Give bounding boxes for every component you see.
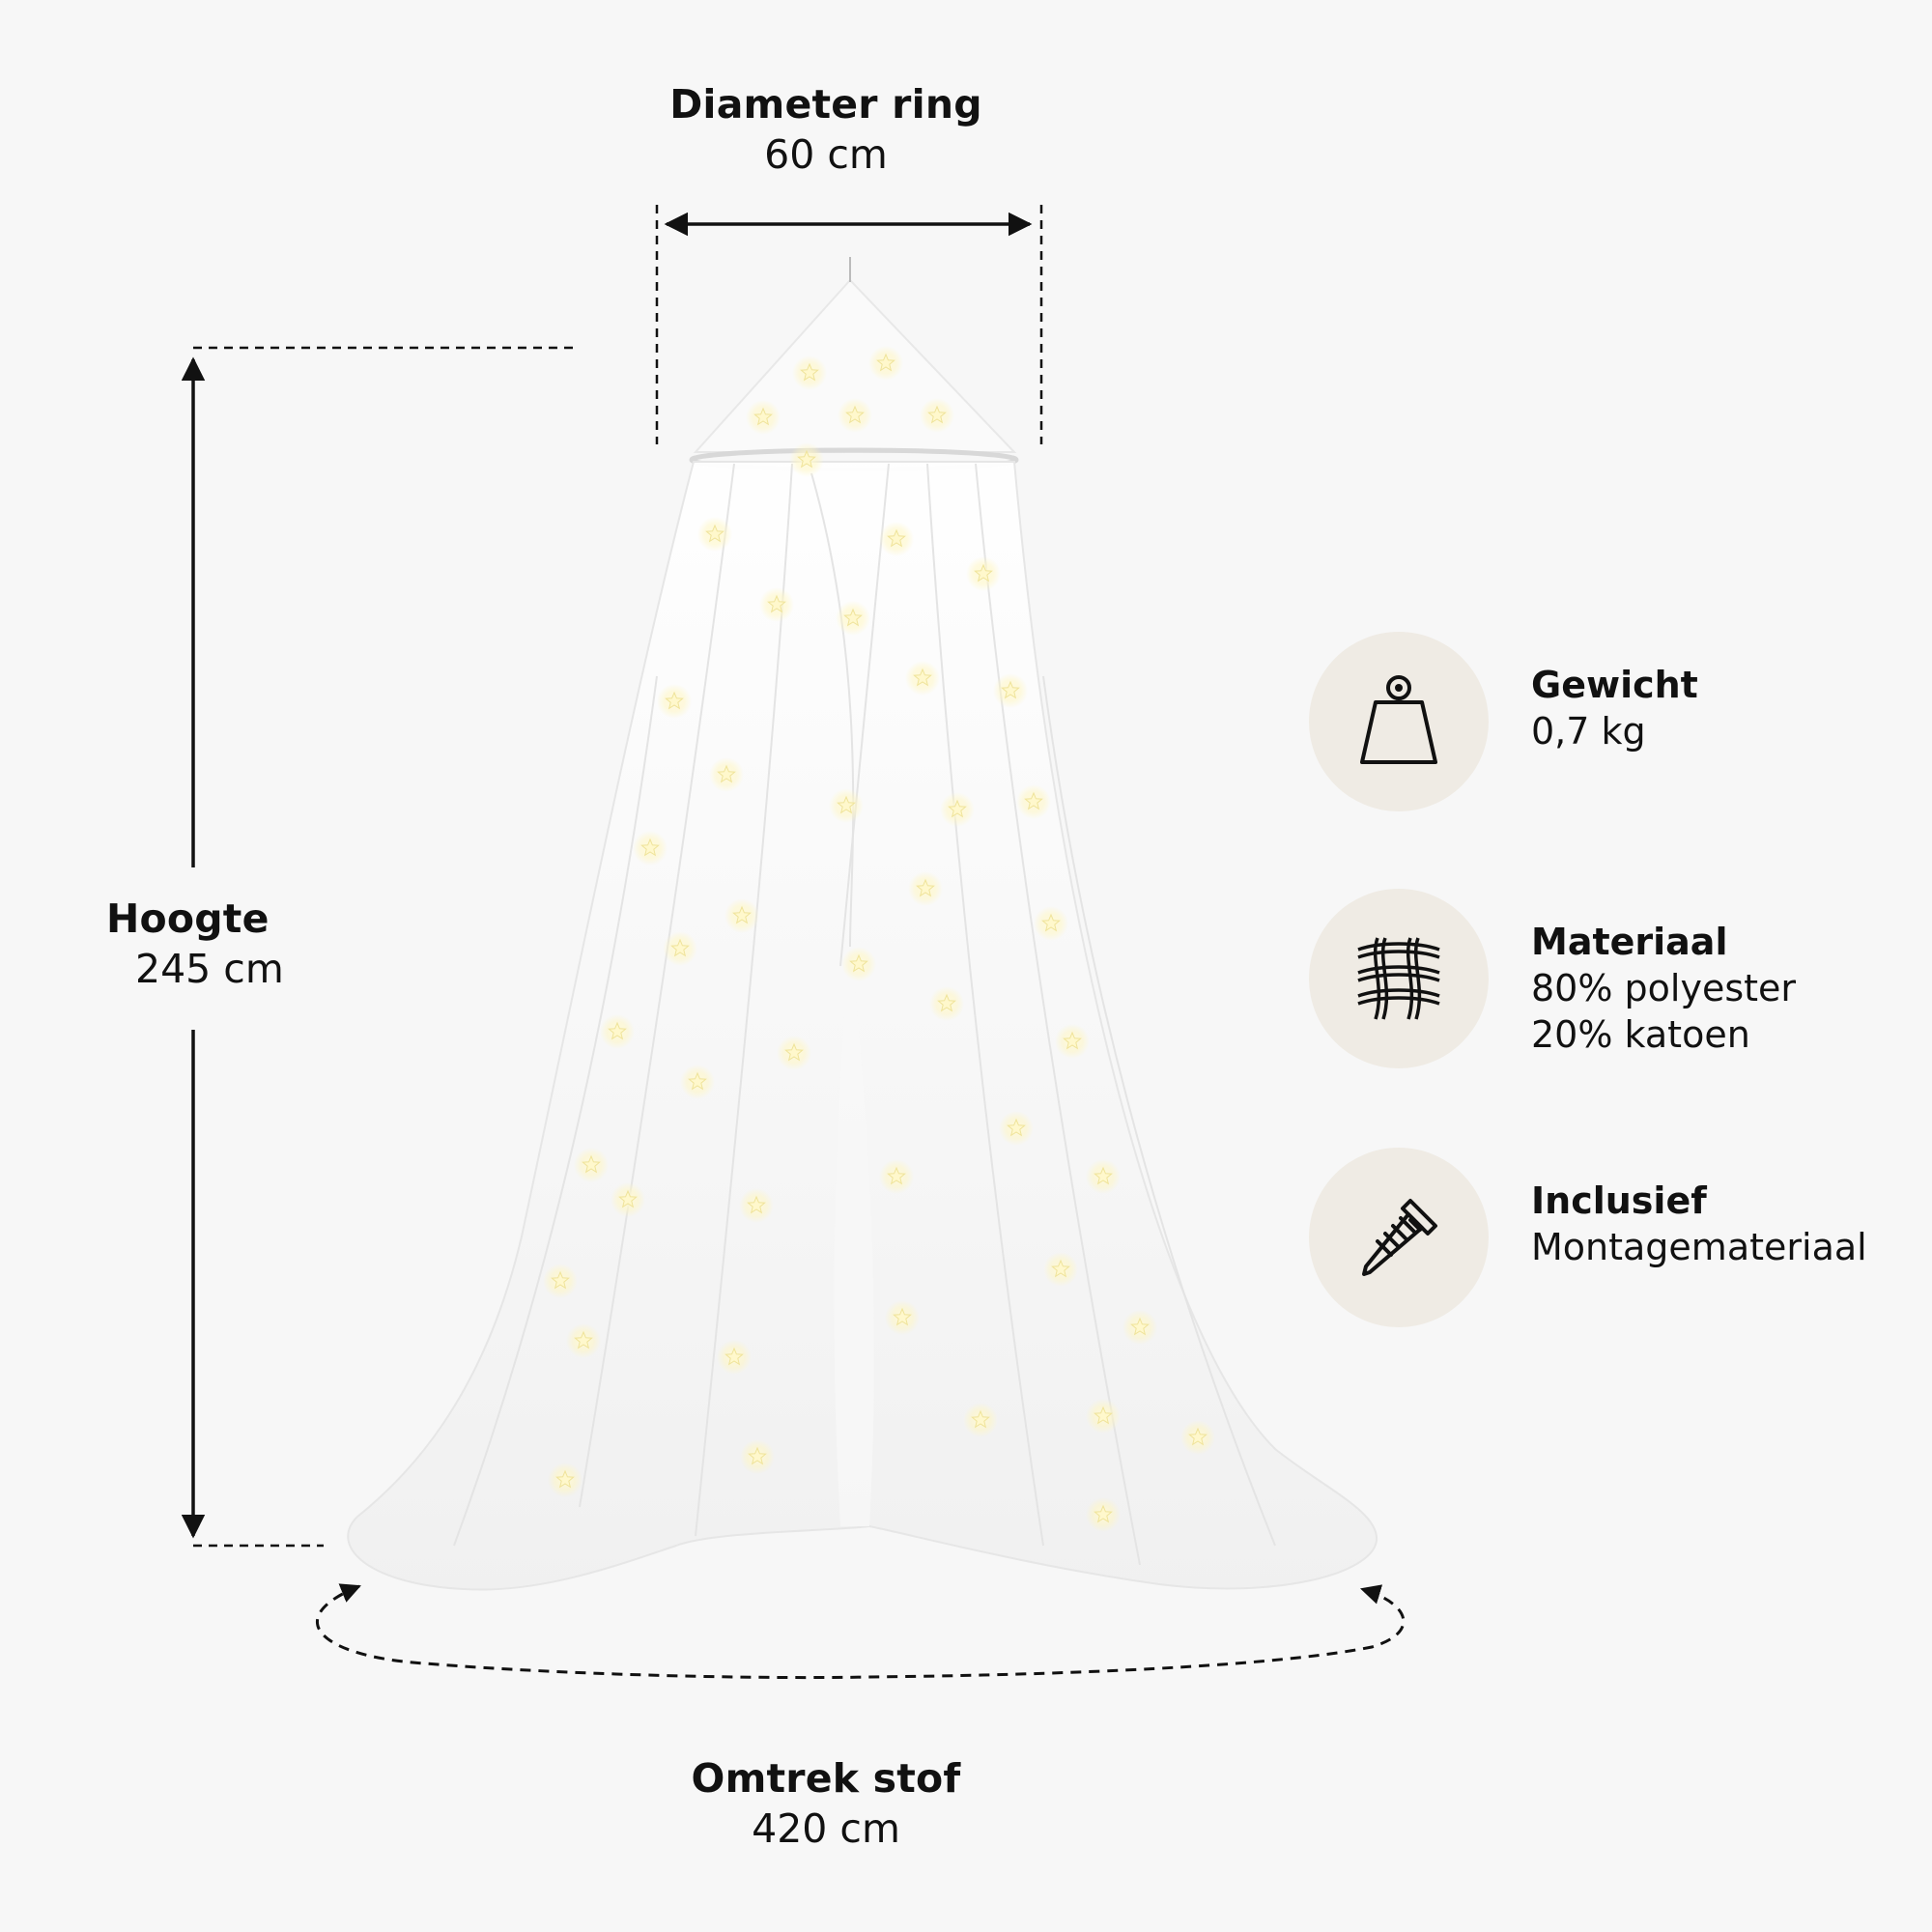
glow-star-icon bbox=[1094, 1406, 1113, 1425]
glow-star-icon bbox=[876, 353, 895, 372]
weight-icon bbox=[1360, 675, 1437, 764]
glow-star-icon bbox=[732, 905, 752, 924]
material-icon-badge bbox=[1309, 889, 1489, 1068]
glow-star-icon bbox=[724, 1347, 744, 1366]
glow-star-icon bbox=[837, 795, 856, 814]
glow-star-icon bbox=[1051, 1259, 1070, 1278]
canopy-net bbox=[347, 461, 1378, 1591]
glow-star-icon bbox=[784, 1042, 804, 1062]
glow-star-icon bbox=[927, 405, 947, 424]
glow-star-icon bbox=[618, 1189, 638, 1208]
included-value: Montagemateriaal bbox=[1531, 1225, 1867, 1268]
glow-star-icon bbox=[1007, 1118, 1026, 1137]
glow-star-icon bbox=[574, 1330, 593, 1350]
glow-star-icon bbox=[670, 938, 690, 957]
height-label: Hoogte 245 cm bbox=[106, 894, 299, 995]
glow-star-icon bbox=[887, 528, 906, 548]
glow-star-icon bbox=[849, 953, 868, 973]
diameter-dimension bbox=[655, 205, 1043, 444]
diameter-label: Diameter ring 60 cm bbox=[633, 79, 1019, 181]
feature-included: Inclusief Montagemateriaal bbox=[1309, 1148, 1927, 1331]
feature-weight: Gewicht 0,7 kg bbox=[1309, 632, 1927, 815]
screw-icon bbox=[1362, 1199, 1437, 1276]
glow-star-icon bbox=[913, 668, 932, 687]
glow-star-icon bbox=[582, 1154, 601, 1174]
glow-star-icon bbox=[971, 1409, 990, 1429]
glow-star-icon bbox=[551, 1270, 570, 1290]
included-icon-badge bbox=[1309, 1148, 1489, 1327]
glow-star-icon bbox=[1024, 791, 1043, 810]
glow-star-icon bbox=[1063, 1031, 1082, 1050]
glow-star-icon bbox=[1094, 1166, 1113, 1185]
glow-star-icon bbox=[800, 362, 819, 382]
glow-star-icon bbox=[640, 838, 660, 857]
glow-star-icon bbox=[887, 1166, 906, 1185]
weight-icon-badge bbox=[1309, 632, 1489, 811]
included-title: Inclusief bbox=[1531, 1179, 1707, 1222]
glow-star-icon bbox=[1188, 1427, 1208, 1446]
glow-star-group bbox=[543, 346, 1215, 1532]
glow-star-icon bbox=[845, 405, 865, 424]
glow-star-icon bbox=[843, 608, 863, 627]
circumference-title: Omtrek stof bbox=[691, 1755, 961, 1802]
glow-star-icon bbox=[893, 1307, 912, 1326]
weight-value: 0,7 kg bbox=[1531, 709, 1646, 753]
canopy-opening bbox=[834, 947, 874, 1526]
material-line-1: 80% polyester bbox=[1531, 966, 1797, 1009]
glow-star-icon bbox=[665, 691, 684, 710]
glow-star-icon bbox=[717, 764, 736, 783]
height-dimension bbox=[181, 346, 575, 1548]
glow-star-icon bbox=[555, 1469, 575, 1489]
glow-star-icon bbox=[705, 524, 724, 543]
glow-star-icon bbox=[1001, 680, 1020, 699]
height-title: Hoogte bbox=[106, 895, 270, 942]
glow-star-icon bbox=[748, 1446, 767, 1465]
circumference-value: 420 cm bbox=[752, 1805, 900, 1853]
circumference-label: Omtrek stof 420 cm bbox=[633, 1753, 1019, 1855]
glow-star-icon bbox=[974, 563, 993, 582]
material-line-2: 20% katoen bbox=[1531, 1012, 1750, 1056]
glow-star-icon bbox=[937, 993, 956, 1012]
diameter-title: Diameter ring bbox=[669, 81, 982, 128]
weight-title: Gewicht bbox=[1531, 664, 1698, 706]
glow-star-icon bbox=[767, 594, 786, 613]
diameter-value: 60 cm bbox=[764, 131, 888, 179]
glow-star-icon bbox=[608, 1021, 627, 1040]
glow-star-icon bbox=[753, 407, 773, 426]
feature-material: Materiaal 80% polyester 20% katoen bbox=[1309, 889, 1927, 1072]
glow-star-icon bbox=[688, 1071, 707, 1091]
glow-star-icon bbox=[1094, 1504, 1113, 1523]
glow-star-icon bbox=[1041, 913, 1061, 932]
glow-star-icon bbox=[916, 878, 935, 897]
glow-star-icon bbox=[948, 799, 967, 818]
circumference-dimension bbox=[315, 1583, 1406, 1680]
glow-star-icon bbox=[1130, 1317, 1150, 1336]
glow-star-icon bbox=[797, 449, 816, 469]
height-value: 245 cm bbox=[135, 946, 284, 993]
fabric-weave-icon bbox=[1357, 937, 1440, 1020]
material-title: Materiaal bbox=[1531, 921, 1728, 963]
glow-star-icon bbox=[747, 1195, 766, 1214]
